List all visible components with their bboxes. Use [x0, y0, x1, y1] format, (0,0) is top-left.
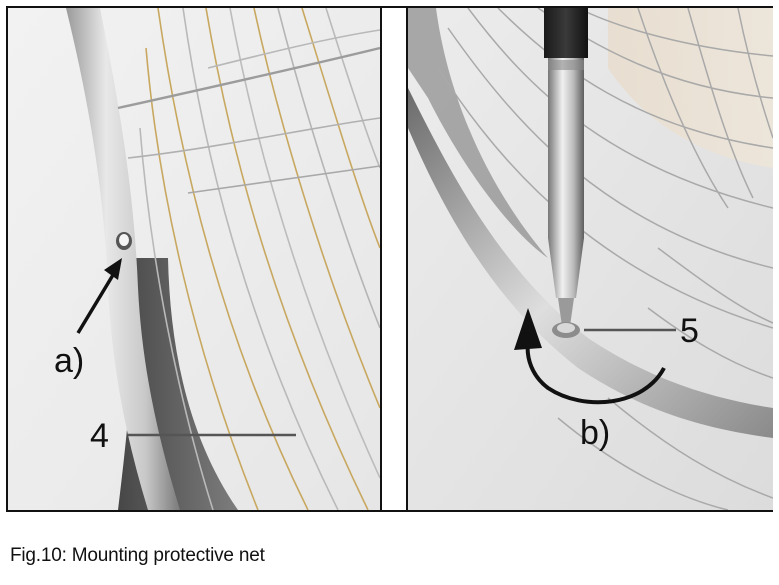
label-4: 4: [90, 417, 109, 455]
left-photo-guard-rim: a) 4: [8, 8, 382, 510]
left-photo-annotations: a) 4: [54, 258, 296, 455]
rotation-arrow-head: [514, 308, 542, 350]
label-a: a): [54, 342, 84, 380]
right-photo-annotations: 5 b): [514, 308, 699, 452]
arrow-line-a: [76, 269, 118, 334]
right-photo-screwdriver: 5 b): [406, 8, 773, 510]
figure-frame: a) 4: [6, 6, 773, 512]
photo-gap: [382, 8, 406, 510]
left-photo-illustration: [8, 8, 380, 510]
right-photo-illustration: [408, 8, 773, 510]
arrow-head-a: [104, 258, 122, 280]
label-5: 5: [680, 312, 699, 350]
label-b: b): [580, 414, 610, 452]
rotation-arrow-line: [525, 341, 666, 405]
figure-caption: Fig.10: Mounting protective net: [10, 545, 265, 566]
